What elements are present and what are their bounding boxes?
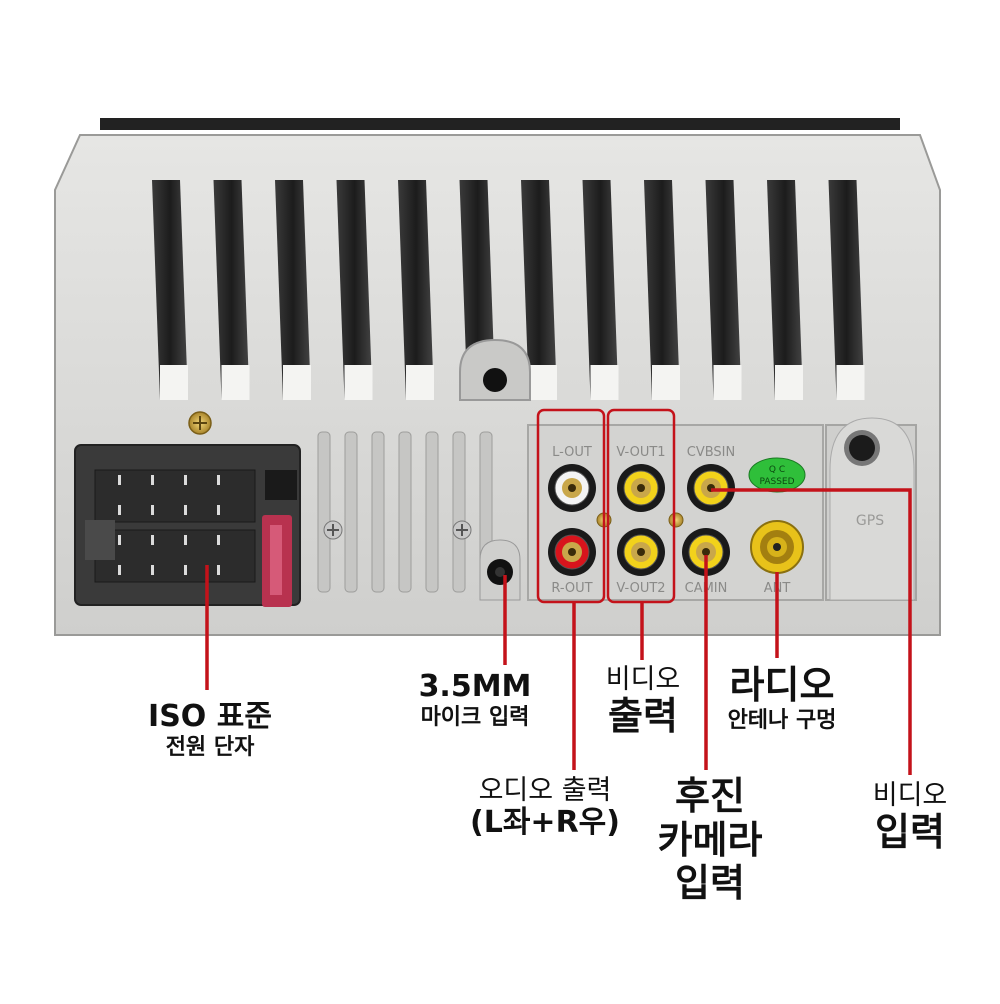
- cvbs-in-label: CVBSIN: [687, 445, 735, 460]
- iso-pin: [151, 565, 154, 575]
- cvbs-in-jack: [687, 464, 735, 512]
- heatsink-fin: [644, 180, 680, 400]
- iso-pin: [184, 475, 187, 485]
- vent-slot: [398, 431, 412, 593]
- heatsink-fin: [582, 180, 619, 400]
- camera-callout: 후진 카메라 입력: [640, 774, 780, 906]
- iso-pins: [118, 475, 220, 575]
- v-out1-label: V-OUT1: [616, 445, 665, 460]
- ground-screw-icon: [188, 411, 212, 435]
- iso-pin: [151, 535, 154, 545]
- mic-callout-title: 3.5MM: [418, 669, 532, 704]
- audio-out-callout-title: 오디오 출력: [478, 775, 612, 806]
- v-out2-label: V-OUT2: [616, 581, 665, 596]
- mount-screw-icon: [452, 520, 472, 540]
- mount-screw-icon: [323, 520, 343, 540]
- iso-pin: [184, 535, 187, 545]
- audio-out-highlight: [536, 408, 606, 604]
- l-out-label: L-OUT: [552, 445, 592, 460]
- video-out-callout-sub: 출력: [608, 694, 678, 739]
- iso-connector: [74, 444, 301, 607]
- video-in-callout: 비디오 입력: [850, 780, 970, 855]
- cam-in-jack: [682, 528, 730, 576]
- iso-pin: [217, 475, 220, 485]
- r-out-label: R-OUT: [551, 581, 592, 596]
- iso-pin: [217, 565, 220, 575]
- mic-callout-sub: 마이크 입력: [420, 704, 530, 730]
- iso-callout: ISO 표준 전원 단자: [110, 699, 310, 760]
- heatsink-fin: [398, 180, 434, 400]
- jack-screw-icon: [668, 512, 684, 528]
- video-out-callout-title: 비디오: [605, 664, 681, 695]
- l-out-jack: [548, 464, 596, 512]
- video-in-callout-sub: 입력: [875, 810, 945, 855]
- heatsink-fin: [521, 180, 557, 400]
- heatsink-fin: [275, 180, 311, 400]
- v-out1-jack: [617, 464, 665, 512]
- camera-callout-line1: 후진: [675, 774, 745, 818]
- qc-passed-sticker: Q C PASSED: [748, 457, 806, 493]
- heatsink-fin: [152, 180, 188, 400]
- heatsink-fin: [705, 180, 742, 400]
- vent-slot: [452, 431, 466, 593]
- radio-callout: 라디오 안테나 구멍: [712, 663, 852, 733]
- vent-slot: [344, 431, 358, 593]
- heatsink-fin: [336, 180, 373, 400]
- iso-pin: [118, 505, 121, 515]
- iso-pin: [118, 475, 121, 485]
- vent-slot: [317, 431, 331, 593]
- video-out-callout: 비디오 출력: [578, 664, 708, 739]
- audio-out-callout: 오디오 출력 (L좌+R우): [455, 775, 635, 841]
- camera-callout-line3: 입력: [675, 861, 745, 906]
- heatsink-fins: [152, 180, 865, 400]
- gps-label: GPS: [856, 513, 884, 529]
- radio-callout-title: 라디오: [729, 663, 835, 707]
- iso-pin: [151, 505, 154, 515]
- video-in-callout-title: 비디오: [872, 780, 948, 811]
- iso-pin: [217, 505, 220, 515]
- r-out-jack: [548, 528, 596, 576]
- radio-callout-sub: 안테나 구멍: [727, 707, 837, 733]
- iso-pin: [118, 565, 121, 575]
- mic-callout: 3.5MM 마이크 입력: [390, 669, 560, 730]
- iso-pin: [151, 475, 154, 485]
- iso-callout-title: ISO 표준: [148, 699, 272, 734]
- audio-out-callout-sub: (L좌+R우): [470, 805, 620, 841]
- rca-jacks: [548, 464, 735, 576]
- heatsink-fin: [767, 180, 803, 400]
- mic-jack: [479, 539, 521, 601]
- camera-callout-line2: 카메라: [657, 817, 763, 862]
- callout-lines: [205, 488, 912, 775]
- gps-module: GPS: [825, 417, 917, 601]
- iso-pin: [184, 505, 187, 515]
- iso-pin: [118, 535, 121, 545]
- center-mount-hole: [459, 338, 531, 401]
- qc-line1: Q C: [769, 465, 785, 475]
- iso-pin: [184, 565, 187, 575]
- chassis-top-edge: [100, 118, 900, 130]
- iso-pin: [217, 535, 220, 545]
- antenna-socket: [750, 520, 804, 574]
- heatsink-fin: [828, 180, 865, 400]
- iso-callout-sub: 전원 단자: [165, 734, 255, 760]
- heatsink-fin: [213, 180, 250, 400]
- vent-slot: [371, 431, 385, 593]
- video-in-callout-line: [711, 488, 912, 775]
- v-out2-jack: [617, 528, 665, 576]
- vent-slot: [425, 431, 439, 593]
- qc-line2: PASSED: [759, 477, 794, 487]
